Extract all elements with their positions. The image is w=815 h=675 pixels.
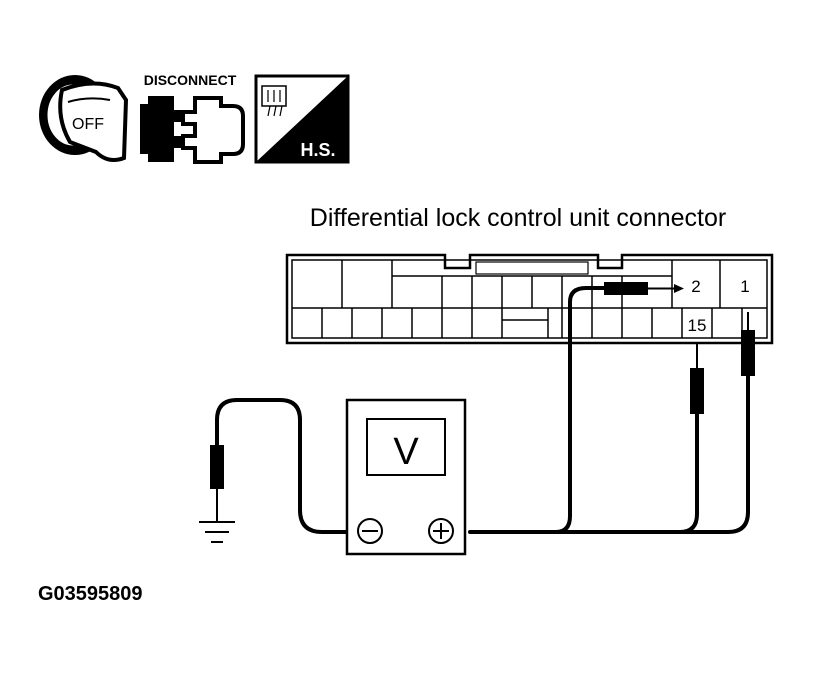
connector-disconnect-icon: DISCONNECT xyxy=(140,72,245,164)
figure-code: G03595809 xyxy=(38,583,143,605)
pin-15-lead-wire xyxy=(678,412,699,534)
voltmeter-label: V xyxy=(393,431,419,473)
ground-lead-wire xyxy=(215,398,354,534)
connector-body xyxy=(285,253,774,345)
pin-1-probe xyxy=(741,312,755,376)
pin-15-probe xyxy=(690,342,704,414)
test-leads xyxy=(215,286,750,534)
ignition-off-label: OFF xyxy=(72,116,104,133)
harness-side-label: H.S. xyxy=(300,140,335,160)
pin-2-lead-wire xyxy=(554,286,614,534)
pin-15-label: 15 xyxy=(688,316,707,335)
pin-1-label: 1 xyxy=(740,277,749,296)
pin-2-label: 2 xyxy=(691,277,700,296)
connector-title: Differential lock control unit connector xyxy=(310,204,726,232)
pin-1-lead-wire xyxy=(468,374,750,534)
ground-symbol-icon xyxy=(199,521,235,543)
harness-side-connector-icon: H.S. xyxy=(254,74,350,164)
ignition-key-off-icon: OFF xyxy=(39,75,129,162)
disconnect-label: DISCONNECT xyxy=(144,72,237,88)
ground-probe xyxy=(210,445,224,522)
pin-2-probe xyxy=(604,282,684,295)
voltmeter: V xyxy=(345,398,467,556)
